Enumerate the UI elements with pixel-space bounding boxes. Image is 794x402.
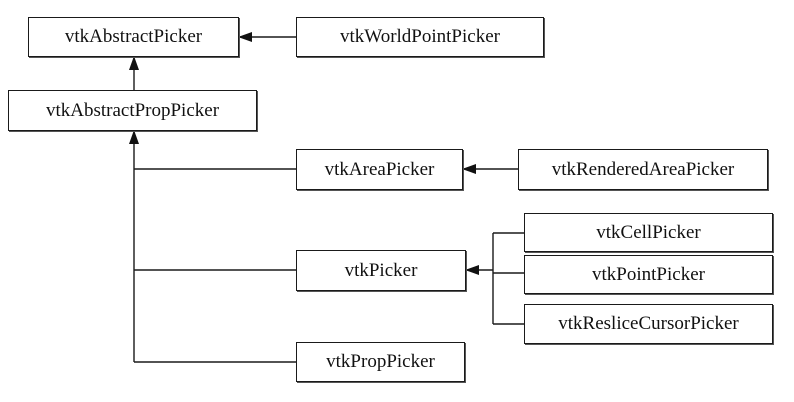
node-vtkreslicecursorpicker: vtkResliceCursorPicker <box>524 304 773 344</box>
node-vtkabstractpicker: vtkAbstractPicker <box>28 17 239 57</box>
node-vtkabstractproppicker: vtkAbstractPropPicker <box>8 90 257 131</box>
node-vtkcellpicker: vtkCellPicker <box>524 213 773 252</box>
node-vtkworldpointpicker: vtkWorldPointPicker <box>296 17 544 57</box>
node-vtkproppicker: vtkPropPicker <box>296 342 465 382</box>
node-vtkrenderedareapicker: vtkRenderedAreaPicker <box>518 149 768 190</box>
node-vtkpointpicker: vtkPointPicker <box>524 255 773 294</box>
node-vtkareapicker: vtkAreaPicker <box>296 149 463 190</box>
node-vtkpicker: vtkPicker <box>296 250 466 291</box>
